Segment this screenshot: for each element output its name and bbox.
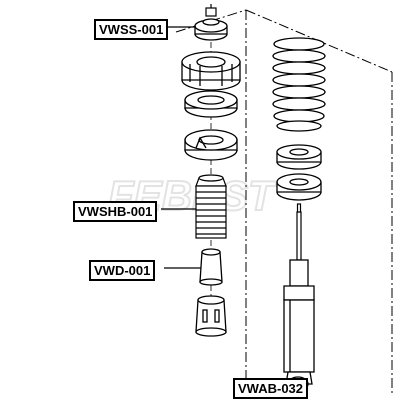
spring-seat-lower-right [276, 173, 322, 201]
shock-absorber-body [283, 259, 315, 385]
callout-vwss-001: VWSS-001 [94, 19, 169, 40]
shock-boot-part [195, 174, 227, 239]
coil-spring [272, 37, 326, 132]
callout-vwshb-001: VWSHB-001 [73, 201, 158, 222]
strut-washer-part [194, 18, 228, 41]
strut-bearing-ring [184, 90, 238, 118]
callout-vwab-032: VWAB-032 [233, 378, 309, 399]
piston-rod [296, 203, 302, 261]
top-nut [205, 4, 217, 17]
upper-spring-seat [184, 129, 238, 161]
callout-vwd-001: VWD-001 [89, 260, 156, 281]
bump-stop-part [199, 248, 223, 286]
spring-seat-upper-right [276, 144, 322, 170]
strut-top-mount [181, 51, 241, 91]
lower-dust-cap [195, 295, 227, 337]
